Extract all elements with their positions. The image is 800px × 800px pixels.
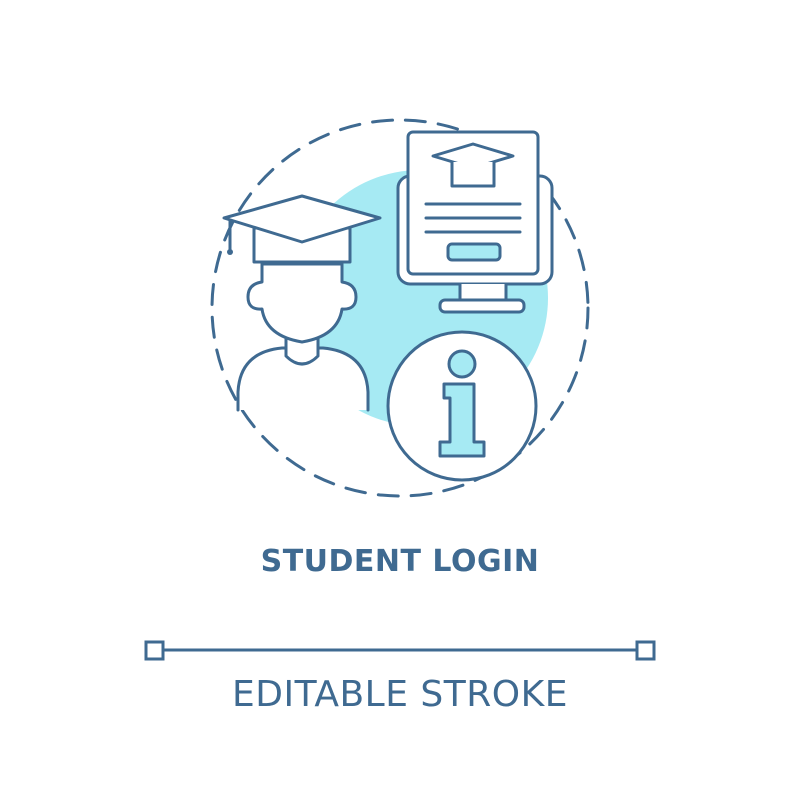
computer-monitor-icon	[396, 130, 554, 314]
info-icon	[386, 330, 538, 482]
graduate-student-icon	[222, 194, 382, 412]
stroke-handle-left	[144, 640, 165, 661]
editable-stroke-caption: EDITABLE STROKE	[232, 674, 568, 715]
dashed-circle-frame	[210, 118, 590, 498]
concept-title: STUDENT LOGIN	[260, 544, 540, 579]
editable-stroke-line	[144, 640, 656, 661]
stroke-handle-right	[635, 640, 656, 661]
